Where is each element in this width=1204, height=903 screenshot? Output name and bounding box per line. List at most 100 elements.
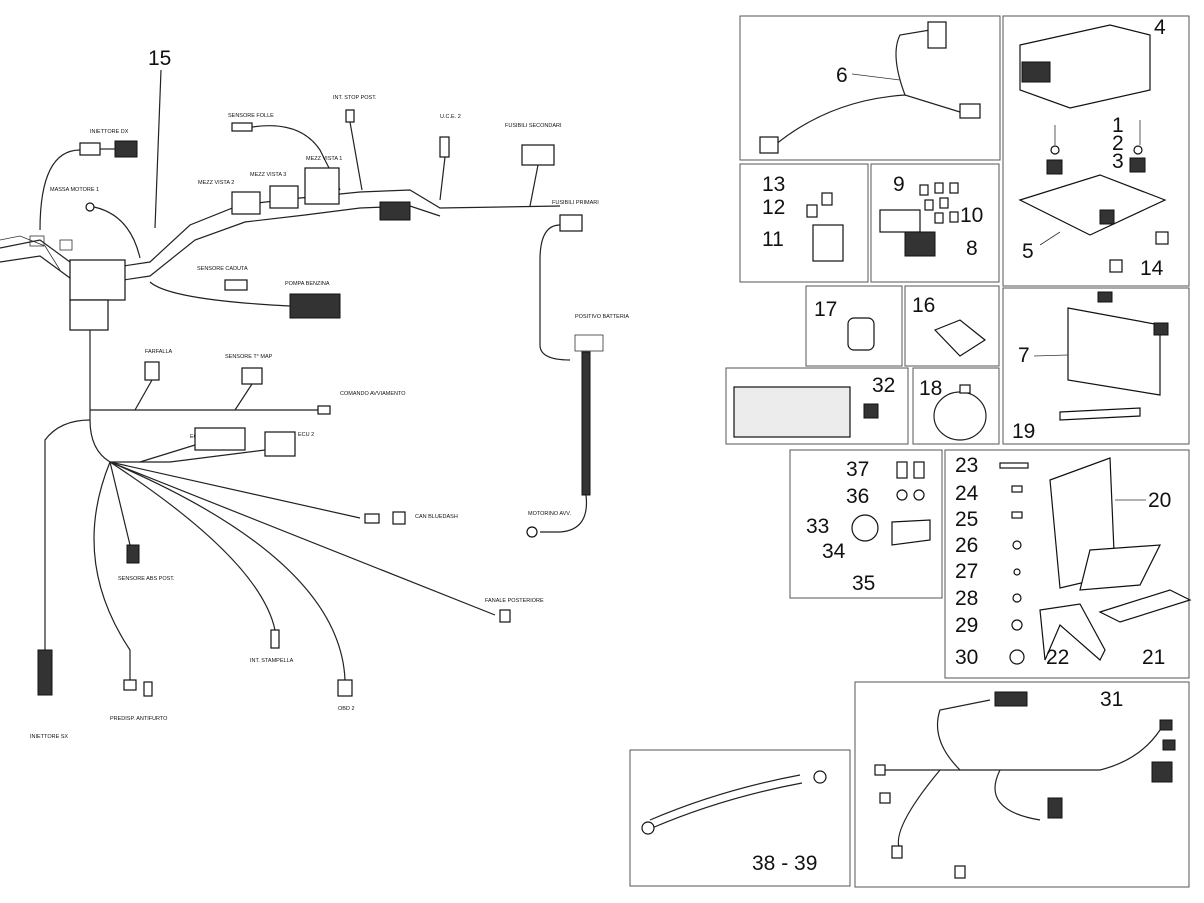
part-number-38-39: 38 - 39 (752, 852, 817, 875)
part-number-34: 34 (822, 540, 846, 563)
label-motorino-avv: MOTORINO AVV. (528, 511, 571, 517)
main-wiring-harness: 15 INIETTORE DX MASSA MOTORE 1 SENSORE F… (0, 47, 629, 740)
part-number-26: 26 (955, 534, 978, 557)
label-fanale-posteriore: FANALE POSTERIORE (485, 598, 544, 604)
label-iniettore-dx: INIETTORE DX (90, 129, 129, 135)
label-positivo-batteria: POSITIVO BATTERIA (575, 314, 629, 320)
label-mezz-vista-1: MEZZ VISTA 1 (306, 156, 342, 162)
mezz-vista-3-connector (269, 185, 299, 209)
label-fusibili-primari: FUSIBILI PRIMARI (552, 200, 599, 206)
pad-19 (1059, 407, 1141, 421)
antitheft-connector (123, 679, 137, 691)
part-number-19: 19 (1012, 420, 1035, 443)
label-fusibili-secondari: FUSIBILI SECONDARI (505, 123, 562, 129)
frame-mount (69, 299, 109, 331)
box-part-7-19: 7 19 (1002, 287, 1190, 445)
part-number-30: 30 (955, 646, 978, 669)
label-int-stop-post: INT. STOP POST. (333, 95, 377, 101)
label-comando-avviamento: COMANDO AVVIAMENTO (340, 391, 406, 397)
part-number-24: 24 (955, 482, 979, 505)
relay-8 (904, 231, 936, 257)
leader-15 (154, 69, 162, 229)
pad-32 (733, 386, 851, 438)
box-part-20-30: 23 24 25 26 27 28 29 30 20 22 21 (944, 449, 1192, 679)
throttle-connector (144, 361, 160, 381)
harness-trunk-edge (0, 205, 441, 283)
label-pompa-benzina: POMPA BENZINA (285, 281, 330, 287)
part-number-12: 12 (762, 196, 785, 219)
pad-21 (1098, 589, 1192, 623)
mezz-vista-1-connector (304, 167, 340, 205)
neutral-sensor-connector (231, 122, 253, 132)
part-number-36: 36 (846, 485, 869, 508)
box-part-6: 6 (739, 15, 1001, 161)
can-bluedash-connector (392, 511, 406, 525)
box-part-33-37: 37 36 33 34 35 (789, 449, 943, 599)
box-part-31: 31 (854, 681, 1190, 888)
part-number-22: 22 (1046, 646, 1069, 669)
battery-7 (1067, 307, 1161, 396)
mezz-vista-2-connector (231, 191, 261, 215)
label-can-bluedash: CAN BLUEDASH (415, 514, 458, 520)
rear-stop-switch-connector (345, 109, 355, 123)
label-massa-motore: MASSA MOTORE 1 (50, 187, 99, 193)
fuse-holder (879, 209, 921, 233)
part-number-17: 17 (814, 298, 837, 321)
secondary-fuse-box (521, 144, 555, 166)
ground-cable-38 (649, 774, 801, 821)
part-number-6: 6 (836, 64, 848, 87)
part-number-10: 10 (960, 204, 983, 227)
label-sensore-abs-post: SENSORE ABS POST. (118, 576, 175, 582)
box-part-11-13: 13 12 11 (739, 163, 869, 283)
part-number-27: 27 (955, 560, 978, 583)
box-part-1-5: 4 1 2 3 5 14 (1002, 15, 1190, 287)
part-number-1: 1 (1112, 114, 1124, 137)
label-uce-2: U.C.E. 2 (440, 114, 461, 120)
part-number-5: 5 (1022, 240, 1034, 263)
label-mezz-vista-2: MEZZ VISTA 2 (198, 180, 234, 186)
ecu-1-connector (194, 427, 246, 451)
ecu-unit-4 (1019, 24, 1151, 109)
part-number-21: 21 (1142, 646, 1165, 669)
box-part-17: 17 (805, 285, 903, 367)
label-predisp-antifurto: PREDISP. ANTIFURTO (110, 716, 168, 722)
box-part-8-10: 9 10 8 (870, 163, 1000, 283)
primary-fuse-box (559, 214, 583, 232)
relay-11 (812, 224, 844, 262)
box-part-18: 18 (912, 367, 1000, 445)
ecu-bracket-5 (1018, 174, 1167, 236)
injector-right-connector (79, 142, 101, 156)
label-farfalla: FARFALLA (145, 349, 173, 355)
box-part-38-39: 38 - 39 (629, 749, 851, 887)
part-number-31: 31 (1100, 688, 1123, 711)
bracket-34 (891, 519, 931, 546)
fall-sensor-connector (224, 279, 248, 291)
part-number-4: 4 (1154, 16, 1166, 39)
start-command-connector (317, 405, 331, 415)
map-sensor-connector (241, 367, 263, 385)
battery-positive-terminal (574, 334, 604, 352)
label-obd-2: OBD 2 (338, 706, 355, 712)
strap-22 (1039, 603, 1106, 661)
starter-ring (526, 526, 538, 538)
harness-trunk (0, 189, 561, 269)
label-sensore-t-map: SENSORE T° MAP (225, 354, 273, 360)
fuel-pump-connector (289, 293, 341, 319)
stand-switch-connector (270, 629, 280, 649)
starter-cable (581, 351, 591, 496)
harness-31 (885, 729, 1161, 771)
grommet-17 (847, 317, 875, 351)
part-number-8: 8 (966, 237, 978, 260)
lower-trunk (89, 330, 170, 463)
box-part-16: 16 (904, 285, 1000, 367)
part-number-14: 14 (1140, 257, 1164, 280)
ecu-2-connector (264, 431, 296, 457)
part-number-13: 13 (762, 173, 785, 196)
part-number-7: 7 (1018, 344, 1030, 367)
part-number-23: 23 (955, 454, 978, 477)
fuse-12 (806, 204, 818, 218)
part-number-11: 11 (762, 228, 784, 251)
part-number-28: 28 (955, 587, 978, 610)
frame-bracket (69, 259, 126, 301)
harness-junction (379, 201, 411, 221)
